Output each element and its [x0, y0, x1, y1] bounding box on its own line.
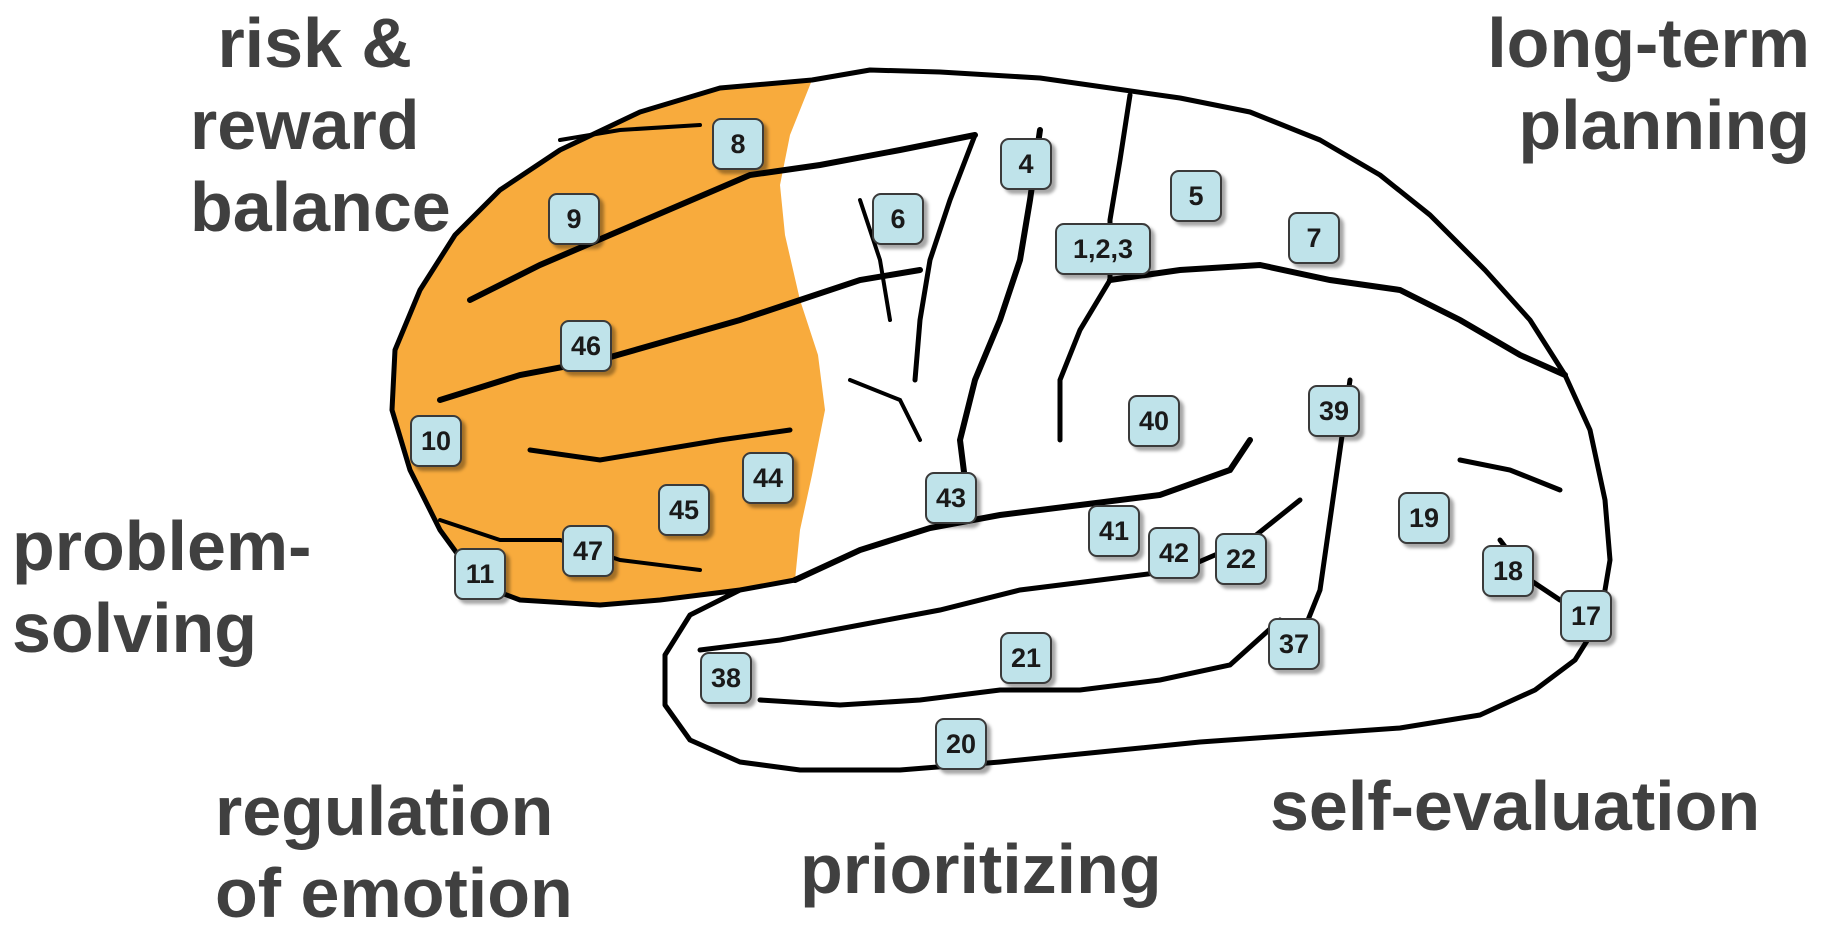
lateral-sulcus — [792, 437, 1253, 583]
area-box-21: 21 — [1000, 632, 1052, 684]
area-box-8: 8 — [712, 118, 764, 170]
area-box-39: 39 — [1308, 385, 1360, 437]
area-box-4: 4 — [1000, 138, 1052, 190]
frontal-sulcus-small — [558, 123, 702, 142]
area-box-6: 6 — [872, 193, 924, 245]
label-line: problem- — [12, 507, 312, 585]
area-box-19: 19 — [1398, 492, 1450, 544]
area-box-46: 46 — [560, 320, 612, 372]
label-line: reward — [190, 86, 420, 164]
area-box-18: 18 — [1482, 545, 1534, 597]
central-sulcus — [956, 127, 1043, 483]
frontal-orbital-sulcus — [527, 427, 793, 463]
area-box-42: 42 — [1148, 527, 1200, 579]
intraparietal-sulcus — [1107, 261, 1568, 378]
label-line: solving — [12, 589, 258, 667]
label-self-evaluation: self-evaluation — [1270, 765, 1760, 847]
label-regulation-of-emotion: regulation of emotion — [215, 770, 573, 934]
label-line: planning — [1518, 86, 1810, 164]
inferior-frontal-sulcus — [437, 267, 923, 403]
area-box-47: 47 — [562, 525, 614, 577]
area-box-1-2-3: 1,2,3 — [1055, 223, 1151, 275]
inferior-temporal-sulcus — [757, 617, 1283, 708]
area-box-45: 45 — [658, 484, 710, 536]
area-box-40: 40 — [1128, 395, 1180, 447]
label-line: of emotion — [215, 854, 573, 932]
label-line: prioritizing — [800, 830, 1162, 908]
superior-frontal-sulcus — [467, 132, 978, 303]
label-problem-solving: problem- solving — [12, 505, 311, 669]
area-box-22: 22 — [1215, 533, 1267, 585]
occipital-sulcus-2 — [1457, 457, 1563, 493]
area-box-10: 10 — [410, 415, 462, 467]
label-long-term-planning: long-term planning — [1400, 2, 1810, 166]
label-line: self-evaluation — [1270, 767, 1761, 845]
area-box-17: 17 — [1560, 590, 1612, 642]
area-box-37: 37 — [1268, 618, 1320, 670]
frontal-sulcus-small-2 — [438, 518, 702, 572]
label-line: regulation — [215, 772, 554, 850]
label-risk-reward-balance: risk & reward balance — [190, 2, 451, 248]
area-box-11: 11 — [454, 548, 506, 600]
frontal-sulcus-small-4 — [848, 378, 922, 442]
area-box-41: 41 — [1088, 505, 1140, 557]
area-box-9: 9 — [548, 193, 600, 245]
area-box-38: 38 — [700, 652, 752, 704]
area-box-43: 43 — [925, 472, 977, 524]
label-prioritizing: prioritizing — [800, 828, 1162, 910]
area-box-5: 5 — [1170, 170, 1222, 222]
area-box-7: 7 — [1288, 212, 1340, 264]
area-box-44: 44 — [742, 452, 794, 504]
label-line: balance — [190, 168, 451, 246]
area-box-20: 20 — [935, 718, 987, 770]
frontal-sulcus-small-3 — [858, 198, 892, 322]
precentral-sulcus — [912, 132, 978, 383]
label-line: risk & — [217, 4, 412, 82]
label-line: long-term — [1487, 4, 1810, 82]
